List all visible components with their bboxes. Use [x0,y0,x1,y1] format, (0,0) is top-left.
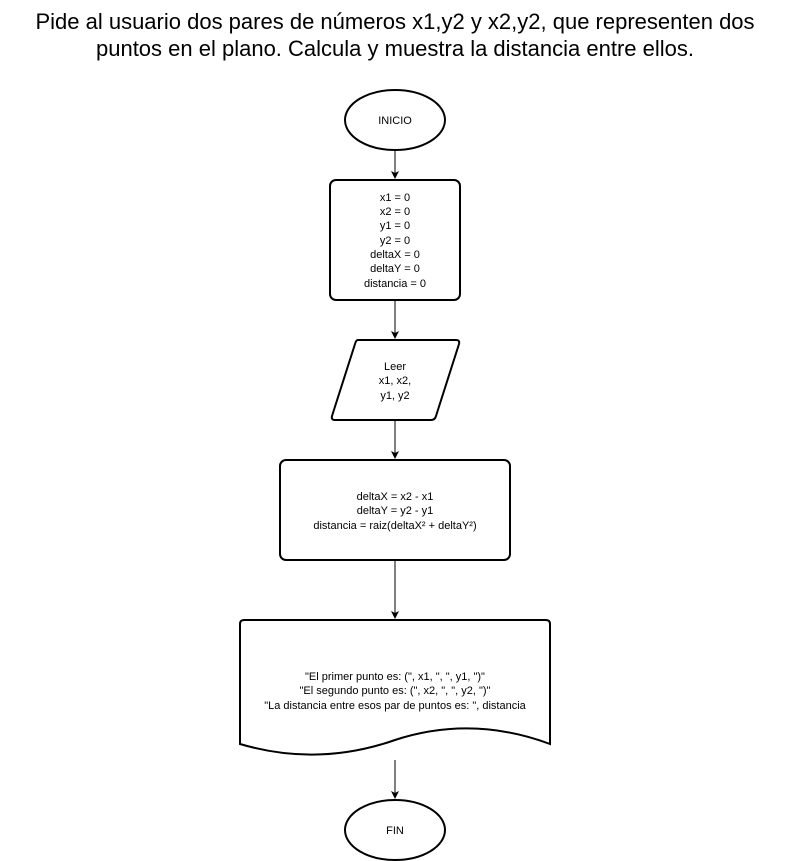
process-line: deltaX = x2 - x1 [357,491,434,503]
process-line: distancia = raiz(deltaX² + deltaY²) [313,520,476,532]
start-node: INICIO [344,89,446,151]
input-line: x1, x2, [379,375,411,387]
end-ellipse [344,799,446,861]
output-line: "La distancia entre esos par de puntos e… [264,700,526,712]
input-parallelogram [330,339,461,421]
init-line: y2 = 0 [380,235,410,247]
start-label: INICIO [378,115,412,127]
title-line-2: puntos en el plano. Calcula y muestra la… [95,36,694,61]
init-line: deltaX = 0 [370,249,420,261]
init-node: x1 = 0 x2 = 0 y1 = 0 y2 = 0 deltaX = 0 d… [329,179,461,301]
output-node: "El primer punto es: (", x1, ", ", y1, "… [239,619,551,756]
init-line: distancia = 0 [364,278,426,290]
init-line: y1 = 0 [380,220,410,232]
title-line-1: Pide al usuario dos pares de números x1,… [35,9,755,34]
process-line: deltaY = y2 - y1 [357,505,434,517]
output-document [239,619,551,756]
init-line: x1 = 0 [380,192,410,204]
end-label: FIN [386,825,404,837]
input-line: Leer [384,361,406,373]
init-line: deltaY = 0 [370,263,420,275]
input-node: Leer x1, x2, y1, y2 [330,339,461,421]
diagram-title: Pide al usuario dos pares de números x1,… [0,8,790,62]
output-line: "El segundo punto es: (", x2, ", ", y2, … [300,685,491,697]
process-node: deltaX = x2 - x1 deltaY = y2 - y1 distan… [279,459,511,561]
end-node: FIN [344,799,446,861]
init-line: x2 = 0 [380,206,410,218]
output-line: "El primer punto es: (", x1, ", ", y1, "… [305,671,485,683]
input-line: y1, y2 [380,390,409,402]
